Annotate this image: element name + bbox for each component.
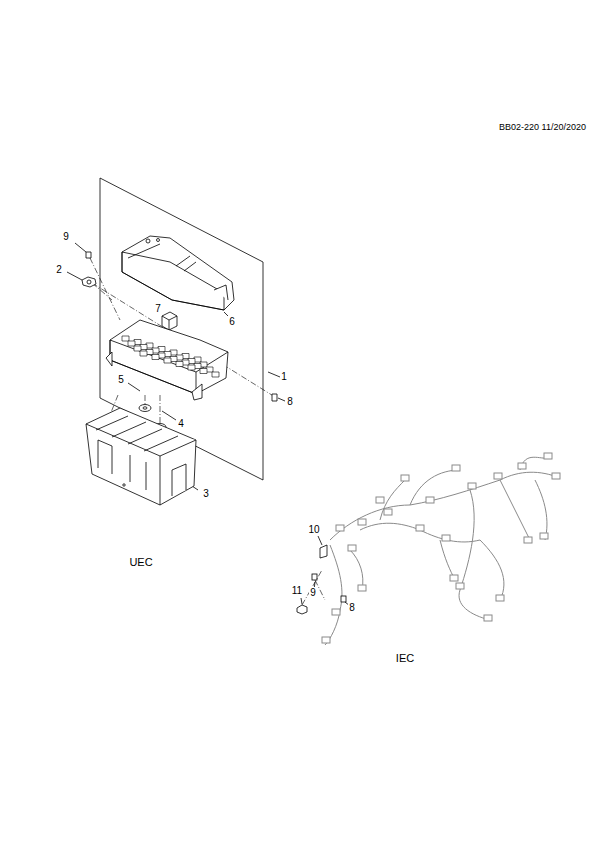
label-text: BB02-220 11/20/2020 <box>498 122 587 132</box>
harness-connector <box>524 537 532 543</box>
group-label: IEC <box>395 653 415 664</box>
harness-connector <box>336 525 344 531</box>
relay <box>162 312 177 330</box>
label-text: 10 <box>307 524 320 535</box>
label-text: 6 <box>228 316 236 327</box>
fuse-cell <box>152 355 159 360</box>
harness-connector <box>540 533 548 539</box>
leader-line <box>301 598 302 604</box>
label-text: 7 <box>154 303 162 314</box>
callout-number: 7 <box>154 304 162 314</box>
bolt <box>86 252 91 258</box>
assembly-line <box>302 570 322 605</box>
wiring-harness <box>322 453 560 645</box>
callout-number: 11 <box>291 586 303 596</box>
assembly-line <box>160 395 161 425</box>
harness-connector <box>468 483 476 489</box>
nut <box>82 277 96 287</box>
callout-number: 3 <box>202 489 210 499</box>
bolt <box>312 574 317 580</box>
callout-number: 4 <box>177 419 185 429</box>
harness-connector <box>384 509 392 515</box>
label-text: 9 <box>309 587 317 598</box>
harness-connector <box>358 585 366 591</box>
harness-connector <box>552 473 560 479</box>
nut <box>297 605 307 614</box>
leader-line <box>75 243 86 252</box>
leader-line <box>128 383 140 391</box>
assembly-line <box>90 258 120 320</box>
fuse-cell <box>134 346 141 351</box>
fuse-cell <box>128 341 135 346</box>
callout-number: 2 <box>55 265 63 275</box>
fuse-box-tray <box>86 408 196 505</box>
assembly-line <box>145 395 146 405</box>
leader-line <box>278 398 285 401</box>
harness-connector <box>518 463 526 469</box>
label-text: IEC <box>395 652 415 664</box>
label-text: 8 <box>348 602 356 613</box>
label-text: 8 <box>286 396 294 407</box>
harness-connector <box>496 595 504 601</box>
label-text: UEC <box>128 556 153 568</box>
fuse-cell <box>140 351 147 356</box>
harness-connector <box>452 465 460 471</box>
harness-connector <box>348 545 356 551</box>
callout-number: 6 <box>228 317 236 327</box>
label-text: 3 <box>202 488 210 499</box>
callout-number: 9 <box>62 232 70 242</box>
group-label: UEC <box>128 557 153 568</box>
harness-connector <box>484 615 492 621</box>
callout-number: 8 <box>348 603 356 613</box>
label-text: 5 <box>117 374 125 385</box>
harness-connector <box>401 475 409 481</box>
harness-connector <box>456 583 464 589</box>
leader-line <box>318 536 322 545</box>
harness-connector <box>450 575 458 581</box>
callout-number: 5 <box>117 375 125 385</box>
harness-connector <box>416 525 424 531</box>
label-text: 4 <box>177 418 185 429</box>
label-text: 9 <box>62 231 70 242</box>
callout-number: 1 <box>280 372 288 382</box>
harness-connector <box>442 535 450 541</box>
connector <box>320 545 327 558</box>
callout-number: 10 <box>307 525 320 535</box>
harness-connector <box>426 497 434 503</box>
label-text: 2 <box>55 264 63 275</box>
leader-line <box>268 372 280 377</box>
fuse-cell <box>188 365 195 370</box>
leader-line <box>162 411 176 420</box>
harness-connector <box>358 519 366 525</box>
screw <box>272 394 277 401</box>
fuse-box-cover <box>122 236 234 310</box>
leader-line <box>67 272 82 280</box>
screw <box>341 596 346 602</box>
harness-connector <box>544 453 552 459</box>
harness-connector <box>322 637 330 643</box>
fuse-cell <box>176 362 183 367</box>
callout-number: 9 <box>309 588 317 598</box>
label-text: 11 <box>291 585 303 596</box>
fuse-cell <box>212 372 219 377</box>
drawing-number: BB02-220 11/20/2020 <box>498 123 587 132</box>
harness-connector <box>376 497 384 503</box>
assembly-line <box>92 283 112 300</box>
fuse-cell <box>200 369 207 374</box>
label-text: 1 <box>280 371 288 382</box>
harness-connector <box>332 609 340 615</box>
harness-connector <box>494 473 502 479</box>
fuse-cell <box>164 358 171 363</box>
callout-number: 8 <box>286 397 294 407</box>
fuse-cell <box>122 336 129 341</box>
fuse-block <box>106 320 228 400</box>
